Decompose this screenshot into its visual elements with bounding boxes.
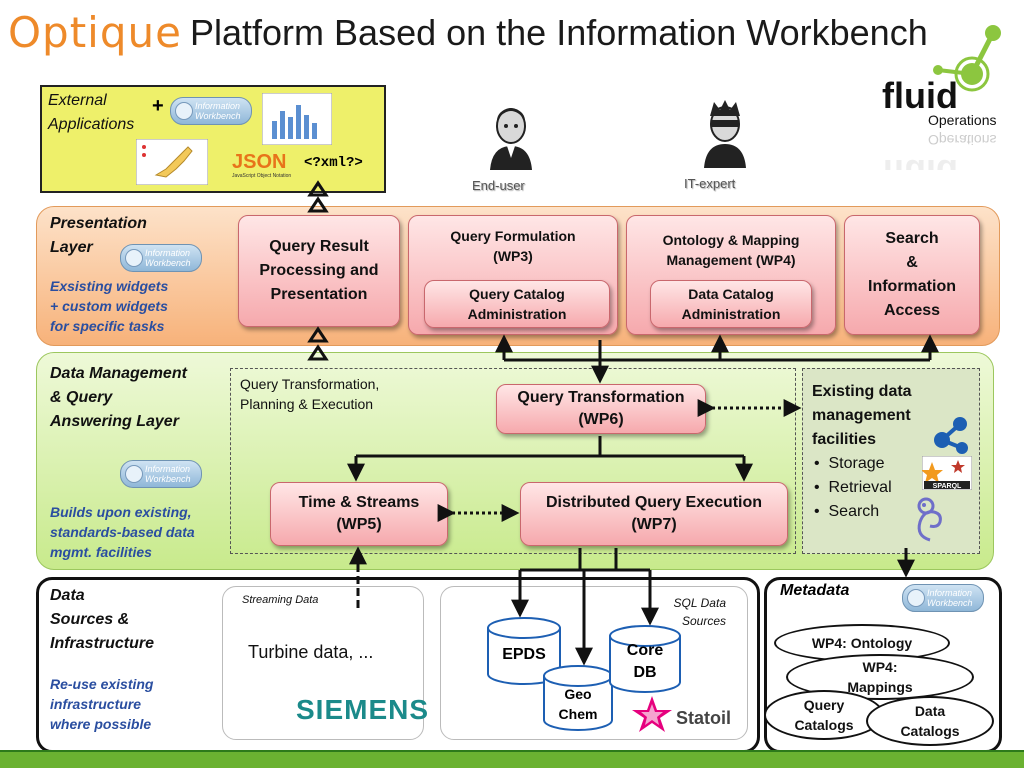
- metadata-label: Metadata: [780, 582, 850, 599]
- geochem-label: Geo Chem: [558, 686, 598, 722]
- fluid-reflection: fluid: [882, 152, 958, 170]
- list-item: • Storage: [814, 455, 885, 472]
- molecule-icon: [933, 25, 1001, 92]
- page-title: Platform Based on the Information Workbe…: [190, 12, 928, 53]
- time-streams-box: Time & Streams(WP5): [270, 482, 448, 546]
- information-workbench-badge: Information Workbench: [120, 244, 202, 272]
- coredb-label: Core DB: [626, 642, 664, 681]
- statoil-star-icon: [632, 696, 672, 732]
- turbine-data-label: Turbine data, ...: [248, 642, 374, 662]
- information-workbench-badge: Information Workbench: [170, 97, 252, 125]
- epds-label: EPDS: [502, 646, 546, 663]
- epds-database-icon: [487, 617, 561, 685]
- chart-thumbnail-icon: [262, 93, 332, 145]
- external-applications-box: External Applications + Information Work…: [40, 85, 386, 193]
- rdf-graph-icon: [934, 417, 968, 454]
- xml-logo: <?xml?>: [304, 155, 363, 171]
- list-item: • Search: [814, 503, 880, 520]
- statoil-logo: Statoil: [676, 708, 732, 728]
- mappings-cloud: WP4:Mappings: [786, 654, 974, 700]
- siemens-logo: SIEMENS: [296, 694, 430, 725]
- it-expert-label: IT-expert: [684, 176, 736, 191]
- presentation-layer-label: Presentation Layer: [50, 215, 147, 256]
- json-logo: JSON: [232, 151, 287, 173]
- information-workbench-badge: Information Workbench: [120, 460, 202, 488]
- existing-facilities-list: • Storage • Retrieval • Search: [814, 452, 892, 524]
- information-workbench-badge: Information Workbench: [902, 584, 984, 612]
- it-expert-icon: [704, 100, 746, 168]
- presentation-layer-note: Exsisting widgets + custom widgets for s…: [50, 278, 169, 334]
- streaming-data-label: Streaming Data: [242, 594, 319, 606]
- existing-data-management-title: Existing data management facilities: [812, 383, 912, 448]
- external-label: External Applications: [48, 92, 135, 133]
- map-thumbnail-icon: [136, 139, 208, 185]
- optique-logo: Optique: [8, 8, 182, 57]
- svg-text:SPARQL: SPARQL: [933, 483, 962, 490]
- fluid-text: fluid: [882, 75, 958, 116]
- operations-reflection: Operations: [928, 132, 996, 148]
- end-user-label: End-user: [472, 178, 525, 193]
- geochem-database-icon: [543, 665, 613, 731]
- list-item: • Retrieval: [814, 479, 892, 496]
- streaming-data-panel: [222, 586, 424, 740]
- json-subtitle: JavaScript Object Notation: [232, 173, 292, 179]
- data-sources-layer-note: Re-use existing infrastructure where pos…: [50, 676, 154, 732]
- data-sources-layer-label: Data Sources & Infrastructure: [50, 587, 155, 652]
- sql-sources-panel: [440, 586, 748, 740]
- fluid-operations-logo: fluid Operations Operations fluid: [882, 25, 1001, 170]
- footer-accent-line: [0, 750, 1024, 753]
- search-mascot-icon: [917, 497, 942, 542]
- end-user-icon: [490, 108, 532, 170]
- data-management-layer-note: Builds upon existing, standards-based da…: [50, 504, 195, 560]
- query-transformation-planning-area: [230, 368, 796, 554]
- sparql-logo: SPARQL: [922, 456, 972, 490]
- query-transformation-box: Query Transformation(WP6): [496, 384, 706, 434]
- qtpe-label: Query Transformation, Planning & Executi…: [240, 376, 380, 412]
- footer-bar: [0, 752, 1024, 768]
- distributed-query-execution-box: Distributed Query Execution(WP7): [520, 482, 788, 546]
- operations-text: Operations: [928, 112, 996, 128]
- plus-sign: +: [152, 95, 164, 117]
- coredb-database-icon: [609, 625, 681, 693]
- data-management-layer-label: Data Management & Query Answering Layer: [50, 365, 187, 430]
- sql-sources-label: SQL Data Sources: [673, 596, 726, 628]
